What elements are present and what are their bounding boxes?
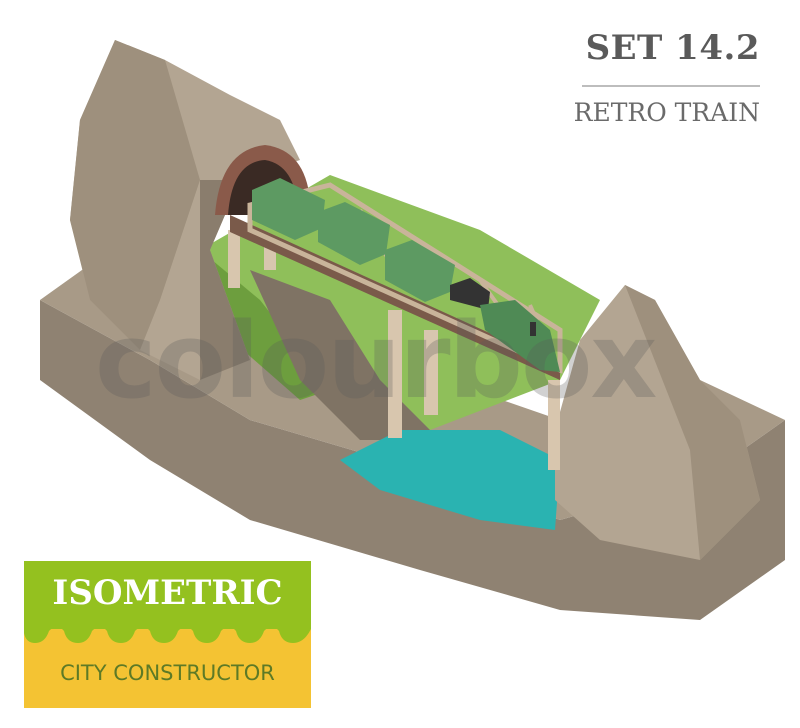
right-mountain [555,285,760,560]
retro-train [252,178,560,372]
badge-green-band [24,561,311,629]
badge-title: ISOMETRIC [52,573,283,613]
title-divider [582,85,760,87]
badge-subtitle: CITY CONSTRUCTOR [60,661,275,685]
set-title: SET 14.2 [585,28,760,68]
isometric-badge: ISOMETRIC CITY CONSTRUCTOR [24,561,311,708]
left-mountain [70,40,300,380]
water-pond [340,430,560,530]
badge-scallop-edge [24,623,311,643]
watermark: colourbox [95,300,657,422]
set-subtitle: RETRO TRAIN [573,98,760,127]
